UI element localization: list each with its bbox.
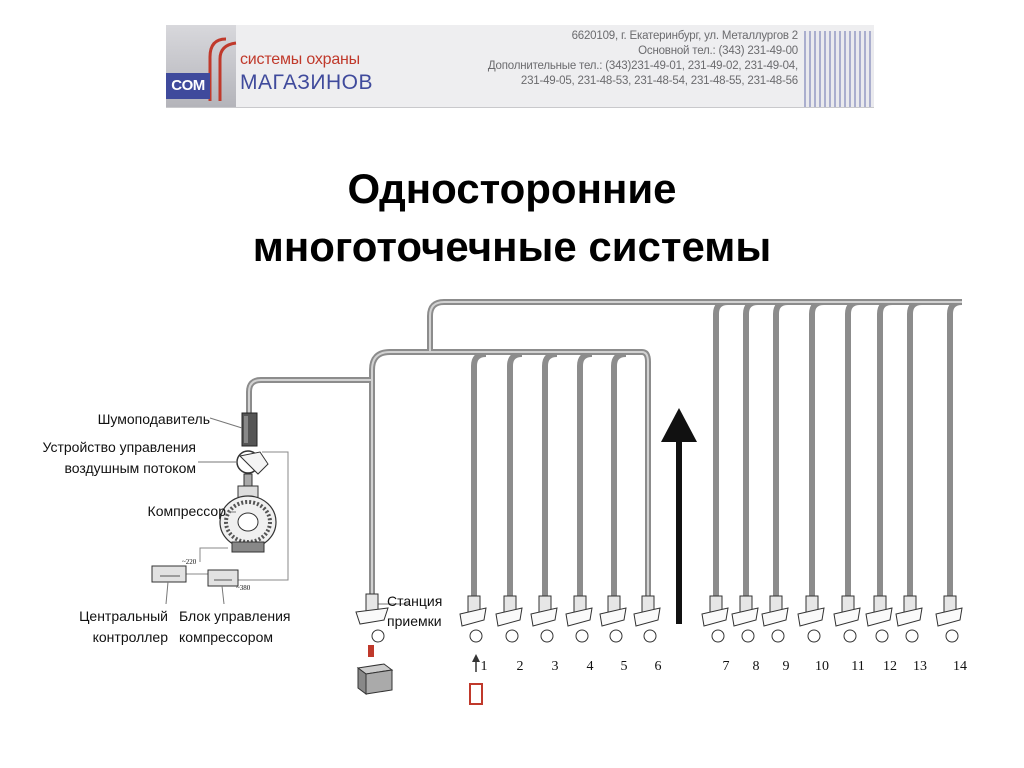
station-terminal-4 — [565, 595, 593, 643]
pipe-branch-1 — [471, 351, 487, 600]
station-number-7: 7 — [723, 659, 730, 674]
station-number-1: 1 — [481, 659, 488, 674]
contact-extra-phones-2: 231-49-05, 231-48-53, 231-48-54, 231-48-… — [520, 75, 798, 87]
station-number-2: 2 — [517, 659, 524, 674]
collection-bin-icon — [356, 663, 394, 695]
compressor-icon — [219, 485, 277, 553]
station-number-13: 13 — [913, 659, 927, 674]
receiving-station-label-line1: Станция — [387, 593, 442, 609]
station-number-8: 8 — [753, 659, 760, 674]
logo-text-top: системы охраны — [240, 51, 360, 68]
station-terminal-14 — [935, 595, 963, 643]
contact-info: 6620109, г. Екатеринбург, ул. Металлурго… — [488, 29, 798, 89]
pipe-branch-14 — [947, 299, 963, 600]
pipe-upper-left-branch — [390, 349, 651, 600]
voltage-220-label: ~220 — [182, 558, 197, 566]
station-terminal-9 — [761, 595, 789, 643]
pipe-branch-11 — [845, 299, 861, 600]
flow-direction-arrow-icon — [661, 408, 697, 624]
pipe-branch-13 — [907, 299, 923, 600]
central-controller-box — [151, 565, 187, 583]
station-number-4: 4 — [587, 659, 594, 674]
compressor-control-label-line2: компрессором — [179, 629, 273, 645]
airflow-controller-icon — [236, 450, 269, 487]
station-number-3: 3 — [552, 659, 559, 674]
logo-com: COM — [166, 73, 210, 99]
slide-title-line1: Односторонние — [347, 165, 677, 212]
station-terminal-10 — [797, 595, 825, 643]
station-terminal-5 — [599, 595, 627, 643]
pipe-branch-3 — [542, 351, 558, 600]
compressor-label: Компрессор — [148, 503, 227, 519]
station-terminal-12 — [865, 595, 893, 643]
station-number-14: 14 — [953, 659, 967, 674]
silencer-icon — [241, 412, 258, 447]
station-terminal-1 — [459, 595, 487, 643]
logo-text-bottom: МАГАЗИНОВ — [240, 71, 374, 94]
station-number-11: 11 — [851, 659, 864, 674]
station-terminal-11 — [833, 595, 861, 643]
compressor-control-box — [207, 569, 239, 587]
silencer-label: Шумоподавитель — [98, 411, 210, 427]
receiving-station-terminal-icon — [355, 593, 389, 657]
banner-pattern — [804, 31, 874, 107]
station-number-10: 10 — [815, 659, 829, 674]
control-wiring — [186, 451, 289, 581]
contact-main-phone: Основной тел.: (343) 231-49-00 — [638, 45, 798, 57]
pipe-main-horizontal — [246, 377, 372, 415]
station-number-9: 9 — [783, 659, 790, 674]
pipe-branch-5 — [611, 351, 627, 600]
station-terminal-6 — [633, 595, 661, 643]
central-controller-label-line2: контроллер — [93, 629, 169, 645]
station-terminal-7 — [701, 595, 729, 643]
pipe-station-to-upper — [369, 299, 962, 596]
central-controller-label-line1: Центральный — [79, 608, 168, 624]
carrier-capsule-icon — [469, 654, 483, 705]
contact-extra-phones-1: Дополнительные тел.: (343)231-49-01, 231… — [487, 60, 798, 72]
airflow-controller-label-line1: Устройство управления — [43, 439, 197, 455]
contact-address: 6620109, г. Екатеринбург, ул. Металлурго… — [571, 30, 799, 42]
station-number-6: 6 — [655, 659, 662, 674]
station-terminal-13 — [895, 595, 923, 643]
airflow-controller-label-line2: воздушным потоком — [64, 460, 196, 476]
station-terminal-8 — [731, 595, 759, 643]
pipe-branch-2 — [507, 351, 523, 600]
pipe-branch-12 — [877, 299, 893, 600]
compressor-control-label-line1: Блок управления — [179, 608, 291, 624]
pipe-branch-8 — [743, 299, 759, 600]
station-number-12: 12 — [883, 659, 897, 674]
voltage-380-label: ~380 — [236, 584, 251, 592]
slide-title: Односторонние многоточечные системы — [0, 160, 1024, 276]
pipe-branch-10 — [809, 299, 825, 600]
station-terminal-3 — [530, 595, 558, 643]
receiving-station-label-line2: приемки — [387, 613, 442, 629]
pipe-branch-4 — [577, 351, 593, 600]
logo-arcs-icon — [208, 37, 237, 101]
slide-title-line2: многоточечные системы — [252, 223, 772, 270]
station-terminal-2 — [495, 595, 523, 643]
pipe-network — [246, 299, 963, 600]
header-banner: COM системы охраны МАГАЗИНОВ 6620109, г.… — [166, 25, 874, 108]
pipe-branch-7 — [713, 299, 729, 600]
station-number-5: 5 — [621, 659, 628, 674]
pipe-branch-9 — [773, 299, 789, 600]
